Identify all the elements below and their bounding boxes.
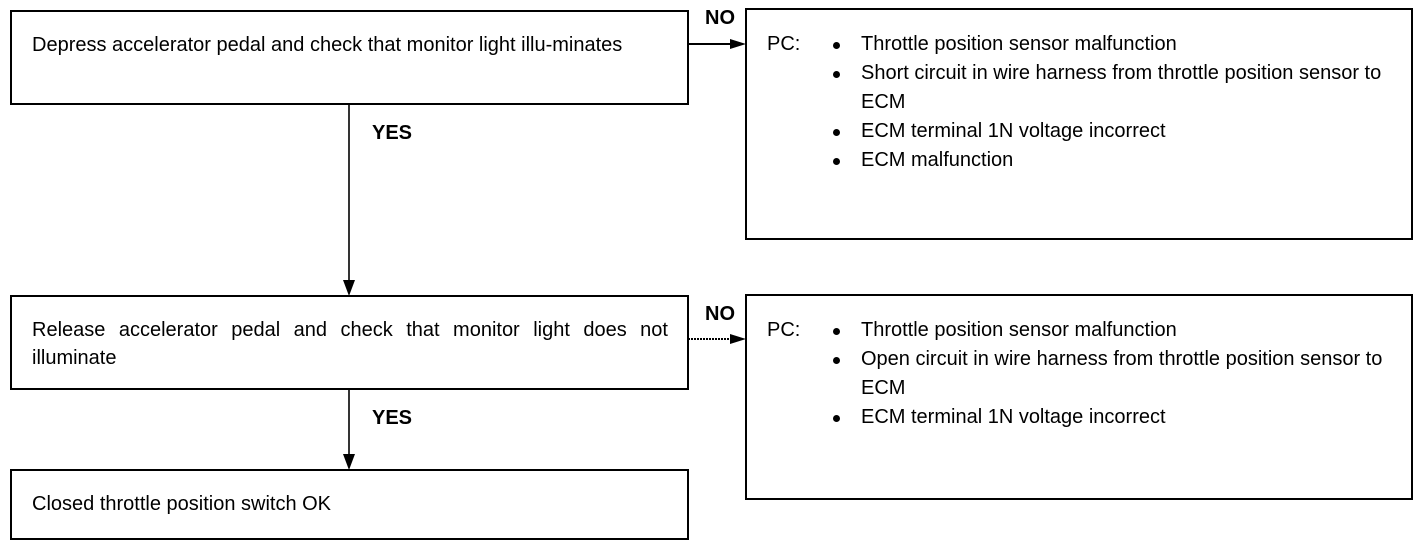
step-box-depress-pedal: Depress accelerator pedal and check that… (10, 10, 689, 105)
possible-cause-item: ECM terminal 1N voltage incorrect (831, 117, 1391, 146)
no-label-2: NO (705, 303, 735, 325)
no-arrowhead-2 (730, 334, 746, 344)
bullet-icon (833, 42, 840, 49)
bullet-icon (833, 71, 840, 78)
possible-cause-text: Throttle position sensor malfunction (861, 319, 1177, 341)
possible-cause-item: ECM terminal 1N voltage incorrect (831, 403, 1391, 432)
step-text: Depress accelerator pedal and check that… (32, 34, 623, 56)
bullet-icon (833, 158, 840, 165)
bullet-icon (833, 357, 840, 364)
no-label-1: NO (705, 7, 735, 29)
result-box-switch-ok: Closed throttle position switch OK (10, 469, 689, 540)
possible-cause-item: Open circuit in wire harness from thrott… (831, 345, 1391, 403)
possible-cause-item: Throttle position sensor malfunction (831, 30, 1391, 59)
bullet-icon (833, 415, 840, 422)
pc-prefix: PC: (767, 319, 801, 341)
possible-cause-box-1: PC: Throttle position sensor malfunction… (745, 8, 1413, 240)
result-text: Closed throttle position switch OK (32, 493, 332, 515)
no-arrowhead-1 (730, 39, 746, 49)
possible-cause-text: ECM malfunction (861, 149, 1014, 171)
possible-cause-text: Short circuit in wire harness from throt… (861, 62, 1382, 113)
possible-cause-item: Throttle position sensor malfunction (831, 316, 1391, 345)
yes-arrowhead-2 (343, 454, 355, 470)
possible-cause-list: Throttle position sensor malfunction Sho… (831, 30, 1391, 175)
possible-cause-box-2: PC: Throttle position sensor malfunction… (745, 294, 1413, 500)
yes-label-2: YES (372, 407, 413, 429)
possible-cause-text: ECM terminal 1N voltage incorrect (861, 406, 1166, 428)
possible-cause-text: Open circuit in wire harness from thrott… (861, 348, 1383, 399)
possible-cause-item: ECM malfunction (831, 146, 1391, 175)
pc-prefix: PC: (767, 33, 801, 55)
yes-arrowhead-1 (343, 280, 355, 296)
possible-cause-text: Throttle position sensor malfunction (861, 33, 1177, 55)
possible-cause-list: Throttle position sensor malfunction Ope… (831, 316, 1391, 432)
possible-cause-item: Short circuit in wire harness from throt… (831, 59, 1391, 117)
possible-cause-text: ECM terminal 1N voltage incorrect (861, 120, 1166, 142)
step-box-release-pedal: Release accelerator pedal and check that… (10, 295, 689, 390)
bullet-icon (833, 328, 840, 335)
step-text: Release accelerator pedal and check that… (32, 319, 668, 369)
bullet-icon (833, 129, 840, 136)
yes-label-1: YES (372, 122, 413, 144)
